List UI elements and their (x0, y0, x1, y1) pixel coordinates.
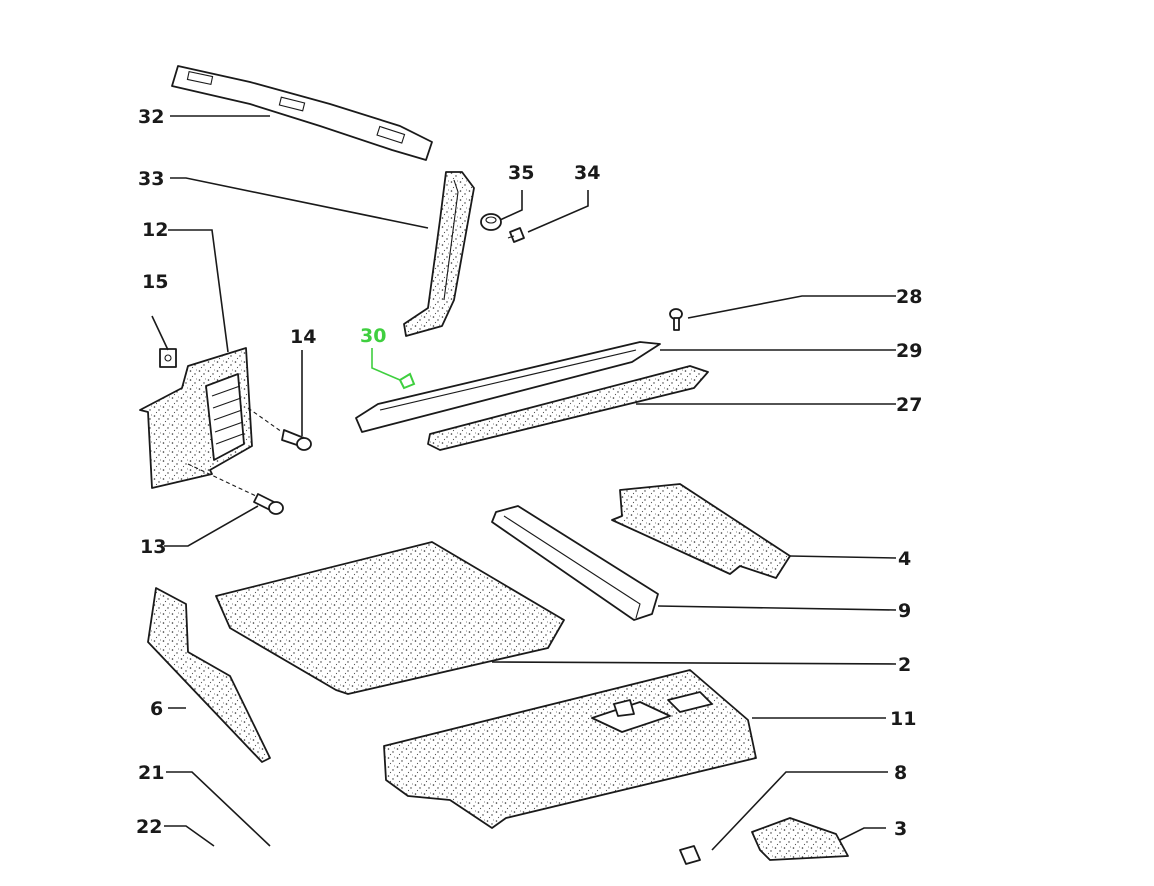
part-29-sill-strip (355, 341, 661, 433)
callout-3: 3 (894, 818, 907, 840)
callout-14: 14 (290, 326, 316, 348)
part-4-mat (611, 483, 791, 579)
part-11-console (383, 669, 757, 829)
part-30-clip (398, 372, 416, 390)
callout-labels: 32 33 12 15 14 35 34 30 28 29 27 13 4 9 … (136, 106, 922, 840)
callout-34: 34 (574, 162, 600, 184)
callout-33: 33 (138, 168, 164, 190)
part-6-side-panel (147, 587, 271, 763)
part-13-screw (187, 463, 284, 515)
part-3-mat (751, 817, 849, 861)
part-35-clip (480, 213, 502, 231)
part-2-floor-mat (215, 541, 565, 695)
callout-2: 2 (898, 654, 911, 676)
callout-35: 35 (508, 162, 534, 184)
callout-12: 12 (142, 219, 168, 241)
part-27-sill-moulding (427, 365, 709, 451)
callout-8: 8 (894, 762, 907, 784)
callout-15: 15 (142, 271, 168, 293)
part-8-panel (679, 845, 701, 865)
part-14-screw (247, 407, 312, 451)
part-9-channel (491, 505, 659, 621)
callout-11: 11 (890, 708, 916, 730)
callout-28: 28 (896, 286, 922, 308)
part-32-roof-trim (171, 65, 433, 161)
part-34-screw (507, 227, 525, 243)
callout-4: 4 (898, 548, 911, 570)
callout-27: 27 (896, 394, 922, 416)
part-12-speaker-panel (139, 347, 253, 489)
part-28-screw (669, 308, 683, 331)
callout-32: 32 (138, 106, 164, 128)
callout-13: 13 (140, 536, 166, 558)
callout-29: 29 (896, 340, 922, 362)
callout-22: 22 (136, 816, 162, 838)
callout-6: 6 (150, 698, 163, 720)
callout-30: 30 (360, 325, 386, 347)
callout-9: 9 (898, 600, 911, 622)
part-15-clip (159, 348, 177, 368)
part-33-pillar-trim (403, 171, 475, 337)
leader-lines (151, 115, 897, 851)
callout-21: 21 (138, 762, 164, 784)
